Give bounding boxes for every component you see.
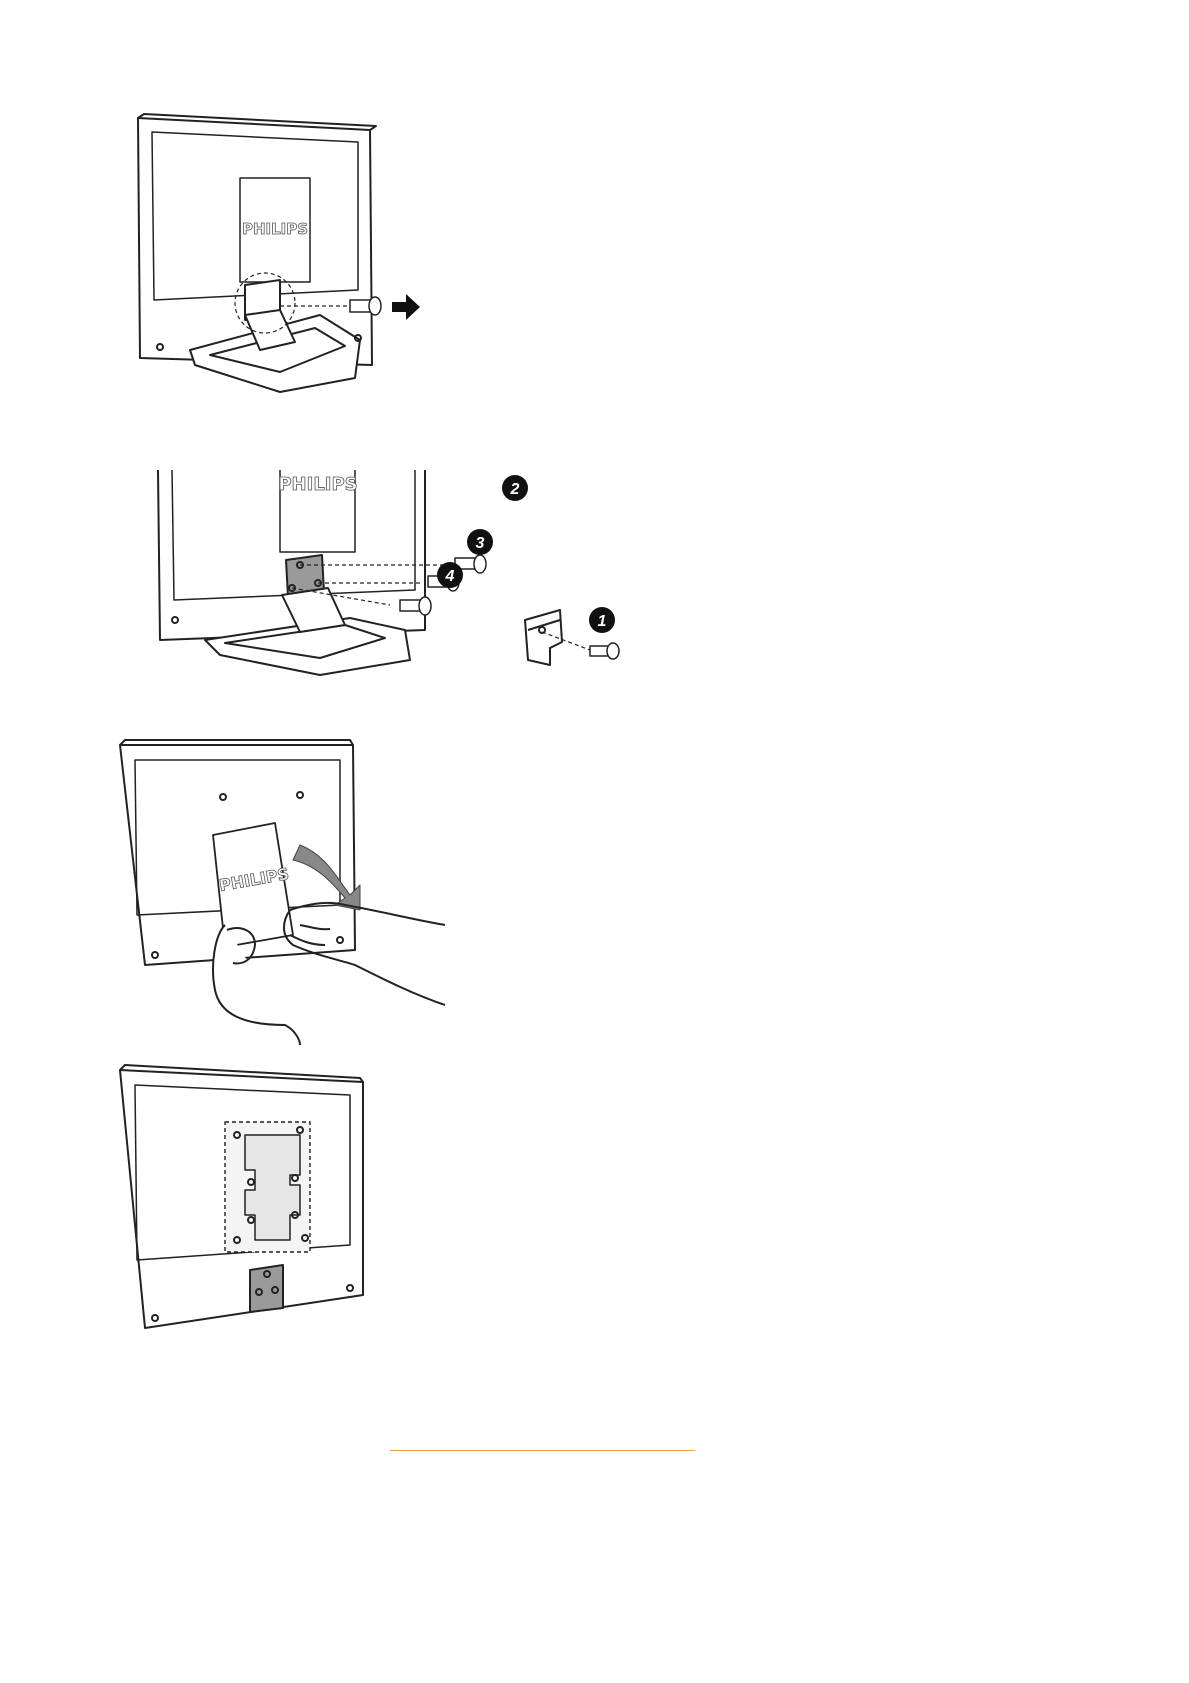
callout-4: 4 (445, 568, 455, 585)
footer-link[interactable] (390, 1430, 695, 1451)
figure-vesa-mount-area (115, 1060, 375, 1340)
brand-logo: PHILIPS (278, 474, 357, 495)
brand-logo: PHILIPS (242, 220, 308, 238)
callout-1: 1 (598, 613, 607, 630)
callout-markers (437, 475, 615, 633)
figure-remove-back-cover: PHILIPS (115, 735, 475, 1045)
callout-2: 2 (510, 481, 520, 498)
figure-remove-bracket-screws: 2 3 4 1 PHILIPS (150, 470, 670, 720)
callout-3: 3 (476, 535, 485, 552)
figure-remove-stand-screw: PHILIPS (130, 110, 460, 430)
